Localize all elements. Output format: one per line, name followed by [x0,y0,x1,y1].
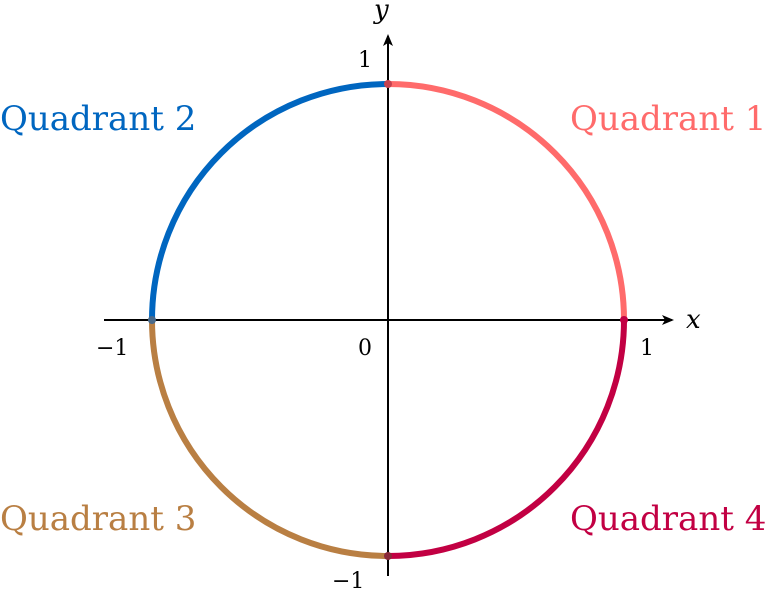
point-1-0 [620,316,628,324]
tick-y-1: 1 [358,48,372,73]
quadrant-4-arc [385,317,627,559]
point-neg1-0 [148,316,156,324]
x-axis-label: x [686,305,701,335]
quadrant-3-label: Quadrant 3 [0,499,196,539]
tick-y-neg1: −1 [332,569,364,594]
tick-origin: 0 [358,336,372,361]
y-axis-label: y [373,0,389,25]
quadrant-2-arc [149,81,391,323]
point-0-neg1 [384,552,392,560]
quadrant-3-arc [149,317,391,559]
quadrant-2-label: Quadrant 2 [0,99,196,139]
point-0-1 [384,80,392,88]
quadrant-1-arc [385,81,627,323]
quadrant-4-label: Quadrant 4 [570,499,766,539]
tick-x-neg1: −1 [96,336,128,361]
tick-x-1: 1 [640,336,654,361]
quadrant-1-label: Quadrant 1 [570,99,766,139]
